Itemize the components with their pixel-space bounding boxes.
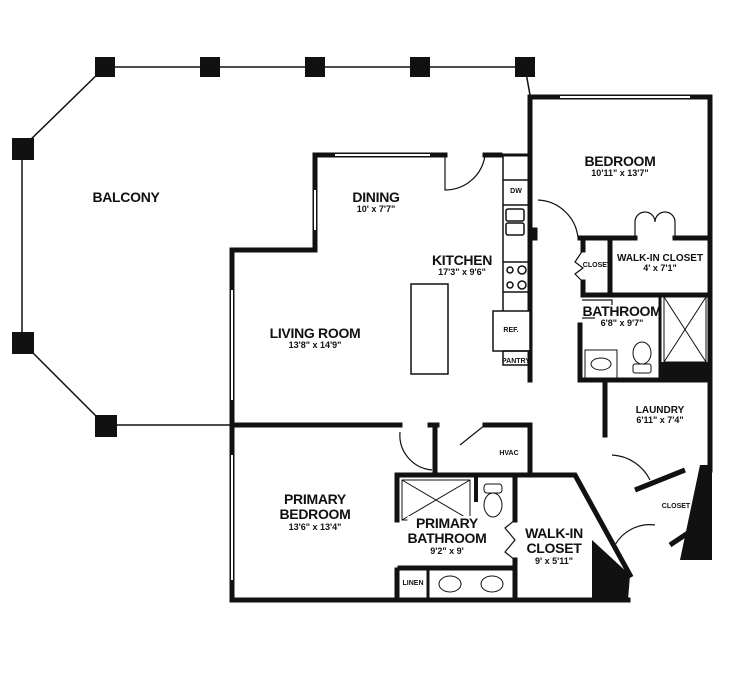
room-dimensions: 13'8" x 14'9" [288, 340, 342, 351]
wall-fill-walkin [592, 540, 630, 600]
room-name: BATHROOM [582, 303, 662, 319]
room-name: KITCHEN [431, 252, 493, 268]
room-name-balcony: BALCONY [92, 189, 160, 205]
room-primary-bedroom: PRIMARY BEDROOM 13'6" x 13'4" [279, 491, 351, 533]
room-dimensions: 9' x 5'11" [534, 555, 574, 566]
balcony-posts [12, 57, 535, 437]
room-bedroom: BEDROOM 10'11" x 13'7" [584, 153, 656, 179]
room-name: LIVING ROOM [269, 325, 361, 341]
room-primary-bathroom: PRIMARY BATHROOM 9'2" x 9' [407, 515, 487, 557]
room-kitchen: KITCHEN 17'3" x 9'6" [431, 252, 493, 278]
room-name: LAUNDRY [635, 405, 685, 416]
dishwasher-label: DW [510, 188, 522, 195]
room-living-room: LIVING ROOM 13'8" x 14'9" [269, 325, 361, 351]
balcony-outline [21, 66, 531, 426]
wall-fill-closet [680, 465, 712, 560]
hvac-label: HVAC [499, 450, 519, 457]
room-dimensions: 10'11" x 13'7" [591, 168, 649, 179]
room-name: WALK-IN CLOSET [616, 253, 704, 264]
room-dimensions: 9'2" x 9' [430, 545, 464, 556]
room-dimensions: 6'8" x 9'7" [600, 318, 644, 329]
room-primary-closet: WALK-IN CLOSET 9' x 5'11" [525, 525, 583, 567]
room-name: DINING [352, 189, 400, 205]
kitchen-fixtures [410, 154, 531, 375]
room-name: BEDROOM [584, 153, 656, 169]
linen-label: LINEN [402, 580, 424, 587]
room-dimensions: 13'6" x 13'4" [288, 521, 342, 532]
room-dining: DINING 10' x 7'7" [352, 189, 400, 215]
pantry-label: PANTRY [502, 358, 530, 365]
room-laundry: LAUNDRY 6'11" x 7'4" [636, 405, 685, 426]
room-name-line2: BEDROOM [279, 506, 351, 523]
closet-walls [634, 467, 702, 548]
room-dimensions: 10' x 7'7" [356, 204, 396, 215]
room-name-line1: WALK-IN [525, 525, 583, 541]
room-name-line1: PRIMARY [416, 515, 478, 531]
room-dimensions: 6'11" x 7'4" [636, 415, 684, 425]
room-walk-in-closet: WALK-IN CLOSET 4' x 7'1" [617, 253, 703, 274]
room-dimensions: 4' x 7'1" [643, 263, 677, 273]
room-name-line2: CLOSET [526, 540, 582, 557]
room-name-line2: BATHROOM [407, 530, 487, 547]
wall-fill-bath [660, 362, 710, 382]
room-name-line1: PRIMARY [284, 491, 346, 507]
bath-fixtures [401, 296, 707, 593]
laundry-closet-label: CLOSET [661, 503, 691, 510]
room-bathroom: BATHROOM 6'8" x 9'7" [582, 303, 662, 329]
windows [231, 96, 690, 580]
doors [399, 154, 676, 561]
refrigerator-label: REF. [503, 327, 519, 334]
room-dimensions: 17'3" x 9'6" [438, 267, 486, 278]
hall-closet-label: CLOSET [582, 262, 612, 269]
